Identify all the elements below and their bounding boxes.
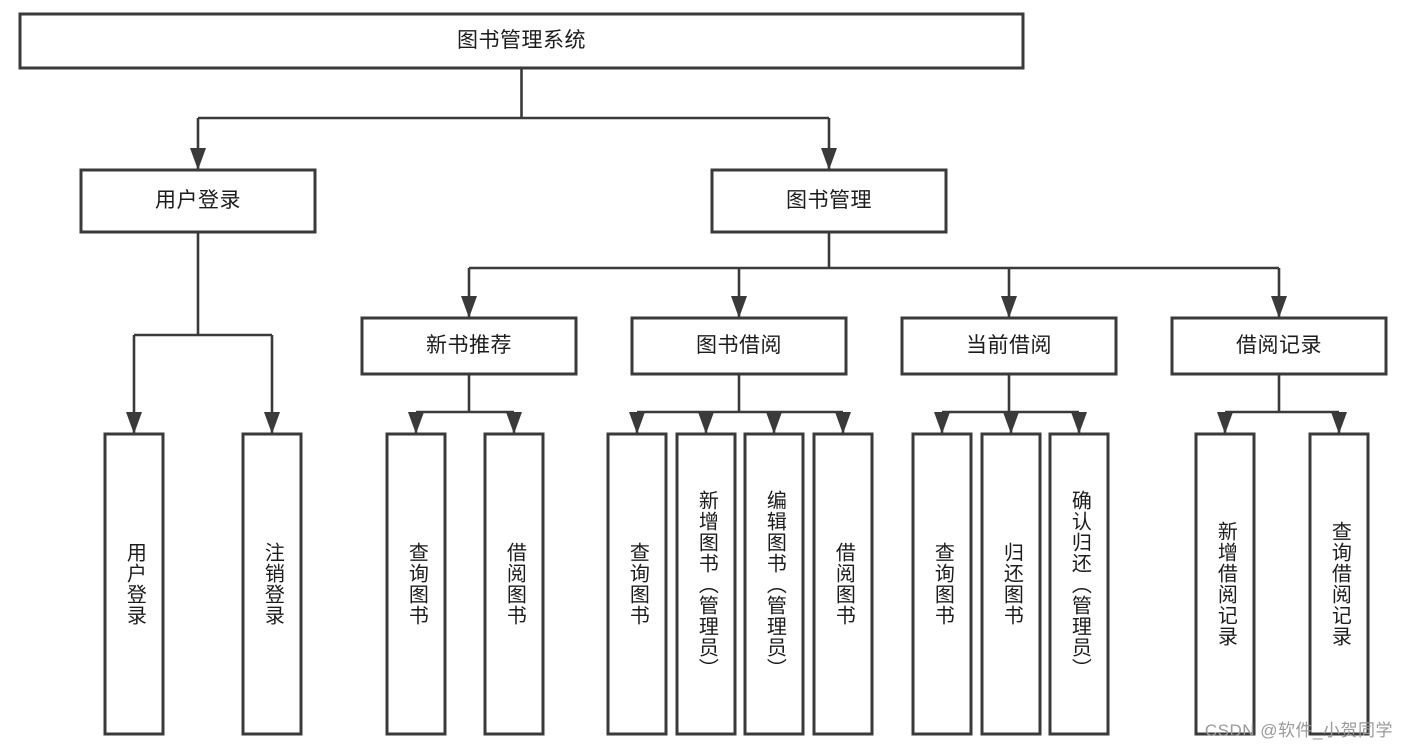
arrowhead-leaf-user-login [126,412,142,434]
node-box-borrow-record[interactable] [1170,316,1388,376]
node-box-leaf-query-borrow-record[interactable] [1308,432,1370,736]
node-box-user-login[interactable] [79,168,317,234]
node-box-leaf-user-login[interactable] [103,432,165,736]
node-box-leaf-borrow-book-rec[interactable] [483,432,545,736]
arrowhead-leaf-return-book [1003,412,1019,434]
node-box-leaf-add-book-admin[interactable] [675,432,737,736]
arrowhead-borrow-record [1271,296,1287,318]
arrowhead-leaf-user-logout [264,412,280,434]
node-box-book-manage[interactable] [710,168,948,234]
node-box-root[interactable] [18,12,1025,70]
arrowhead-leaf-borrow-book-rec [506,412,522,434]
node-box-leaf-add-borrow-record[interactable] [1194,432,1256,736]
node-box-book-borrow[interactable] [630,316,848,376]
boxes-layer [18,12,1388,736]
node-box-leaf-confirm-return-admin[interactable] [1048,432,1110,736]
arrowhead-leaf-query-book-rec [408,412,424,434]
node-box-leaf-query-book-rec[interactable] [385,432,447,736]
arrowhead-user-login [190,148,206,170]
node-box-leaf-query-book-bor[interactable] [606,432,668,736]
arrowhead-leaf-query-book-bor [629,412,645,434]
arrowhead-book-borrow [731,296,747,318]
node-box-current-borrow[interactable] [900,316,1118,376]
arrowhead-leaf-borrow-book-bor [835,412,851,434]
node-box-leaf-return-book[interactable] [980,432,1042,736]
connectors-layer [132,68,1341,434]
arrowhead-current-borrow [1001,296,1017,318]
arrowhead-book-manage [821,148,837,170]
node-box-leaf-borrow-book-bor[interactable] [812,432,874,736]
arrowheads-layer [126,148,1347,434]
arrowhead-leaf-edit-book-admin [766,412,782,434]
arrowhead-new-book-recommend [461,296,477,318]
arrowhead-leaf-confirm-return-admin [1071,412,1087,434]
arrowhead-leaf-query-book-cur [934,412,950,434]
node-box-leaf-user-logout[interactable] [241,432,303,736]
arrowhead-leaf-query-borrow-record [1331,412,1347,434]
node-box-leaf-query-book-cur[interactable] [911,432,973,736]
node-box-new-book-recommend[interactable] [360,316,578,376]
node-box-leaf-edit-book-admin[interactable] [743,432,805,736]
arrowhead-leaf-add-book-admin [698,412,714,434]
arrowhead-leaf-add-borrow-record [1217,412,1233,434]
